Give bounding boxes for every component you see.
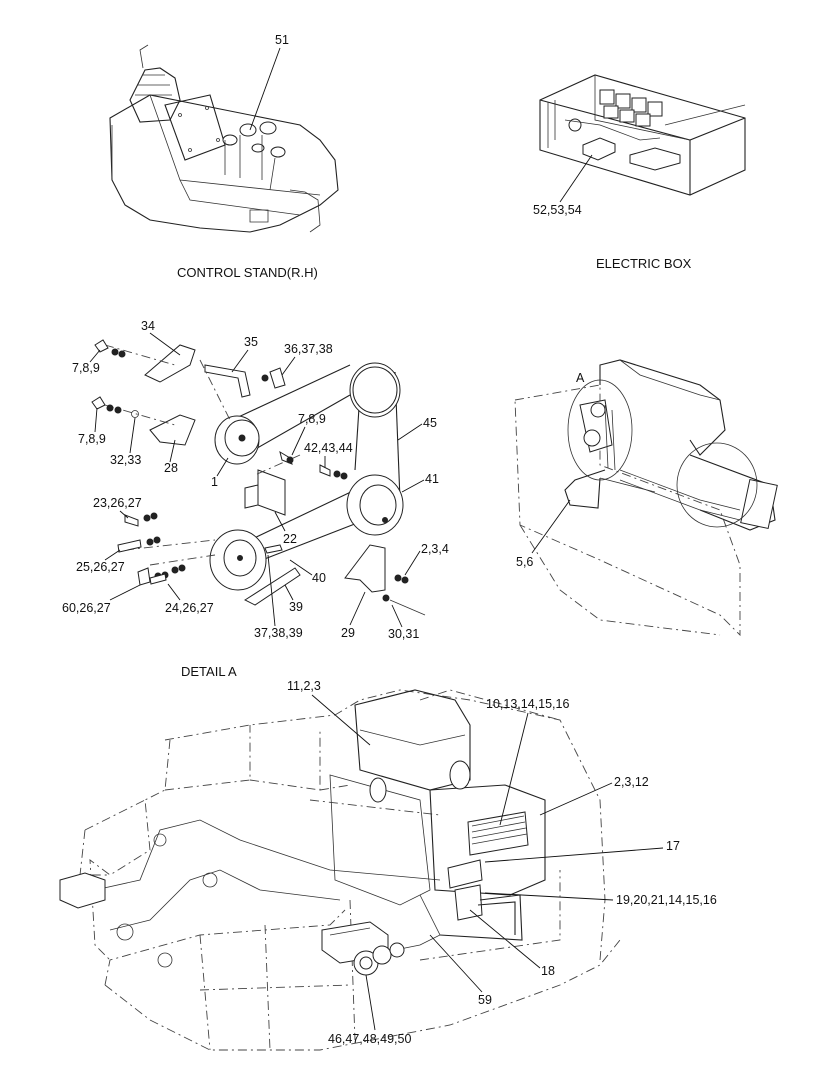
leader-2312 xyxy=(539,782,613,816)
leader-45 xyxy=(397,423,423,441)
label-2-3-12: 2,3,12 xyxy=(614,775,649,789)
leader-789a xyxy=(89,349,101,363)
label-51: 51 xyxy=(275,33,289,47)
label-2-3-4: 2,3,4 xyxy=(421,542,449,556)
label-59: 59 xyxy=(478,993,492,1007)
label-18: 18 xyxy=(541,964,555,978)
label-17: 17 xyxy=(666,839,680,853)
label-30-31: 30,31 xyxy=(388,627,419,641)
leader-59 xyxy=(429,934,483,993)
label-32-33: 32,33 xyxy=(110,453,141,467)
fasteners xyxy=(91,339,426,616)
leader-789c xyxy=(291,426,306,456)
leader-25 xyxy=(104,549,121,561)
leader-34 xyxy=(149,332,181,356)
label-42-43-44: 42,43,44 xyxy=(304,441,353,455)
leader-22 xyxy=(274,511,286,532)
leader-60 xyxy=(109,584,141,601)
leader-28 xyxy=(169,439,176,463)
label-52-53-54: 52,53,54 xyxy=(533,203,582,217)
leader-19 xyxy=(484,892,614,901)
electric-box-drawing xyxy=(539,74,746,196)
label-37-38-39: 37,38,39 xyxy=(254,626,303,640)
label-36-37-38: 36,37,38 xyxy=(284,342,333,356)
label-7-8-9-b: 7,8,9 xyxy=(78,432,106,446)
engine-view-a-drawing xyxy=(514,359,778,637)
leader-789b xyxy=(94,407,98,433)
label-11-2-3: 11,2,3 xyxy=(287,679,321,693)
leader-24 xyxy=(167,583,181,601)
machine-frame-drawing xyxy=(59,689,621,1051)
label-24-26-27: 24,26,27 xyxy=(165,601,214,615)
view-a-label: A xyxy=(576,371,585,385)
label-1: 1 xyxy=(211,475,218,489)
control-stand-drawing xyxy=(109,44,339,233)
leader-3233 xyxy=(129,417,136,454)
leader-23 xyxy=(119,510,129,519)
leader-56 xyxy=(531,499,571,554)
leader-39 xyxy=(284,584,294,601)
leader-52 xyxy=(559,154,593,203)
label-40: 40 xyxy=(312,571,326,585)
caption-electric-box: ELECTRIC BOX xyxy=(596,256,692,271)
label-34: 34 xyxy=(141,319,155,333)
label-28: 28 xyxy=(164,461,178,475)
leader-3031 xyxy=(391,604,403,628)
leader-18 xyxy=(469,909,541,969)
label-22: 22 xyxy=(283,532,297,546)
label-23-26-27: 23,26,27 xyxy=(93,496,142,510)
switch-cluster xyxy=(222,121,286,191)
leader-17 xyxy=(484,847,664,863)
leader-373839 xyxy=(267,554,276,627)
label-46-47-48-49-50: 46,47,48,49,50 xyxy=(328,1032,411,1046)
leader-41 xyxy=(401,479,425,493)
label-7-8-9-c: 7,8,9 xyxy=(298,412,326,426)
leader-29 xyxy=(349,591,366,626)
label-29: 29 xyxy=(341,626,355,640)
label-35: 35 xyxy=(244,335,258,349)
label-10-13-14-15-16: 10,13,14,15,16 xyxy=(486,697,569,711)
label-60-26-27: 60,26,27 xyxy=(62,601,111,615)
label-7-8-9-a: 7,8,9 xyxy=(72,361,100,375)
leader-234 xyxy=(404,550,421,576)
leader-36 xyxy=(281,356,296,376)
exploded-bracket-assembly xyxy=(91,339,426,616)
leader-1 xyxy=(216,457,229,477)
leader-51 xyxy=(249,47,281,131)
label-41: 41 xyxy=(425,472,439,486)
leader-10 xyxy=(499,712,529,826)
label-45: 45 xyxy=(423,416,437,430)
leader-40 xyxy=(289,559,313,576)
caption-control-stand: CONTROL STAND(R.H) xyxy=(177,265,318,280)
leader-46 xyxy=(365,974,376,1031)
label-25-26-27: 25,26,27 xyxy=(76,560,125,574)
label-39: 39 xyxy=(289,600,303,614)
label-19-20-21-14-15-16: 19,20,21,14,15,16 xyxy=(616,893,717,907)
leader-35 xyxy=(231,349,249,373)
leader-1123 xyxy=(311,694,371,746)
label-5-6: 5,6 xyxy=(516,555,533,569)
caption-detail-a: DETAIL A xyxy=(181,664,237,679)
